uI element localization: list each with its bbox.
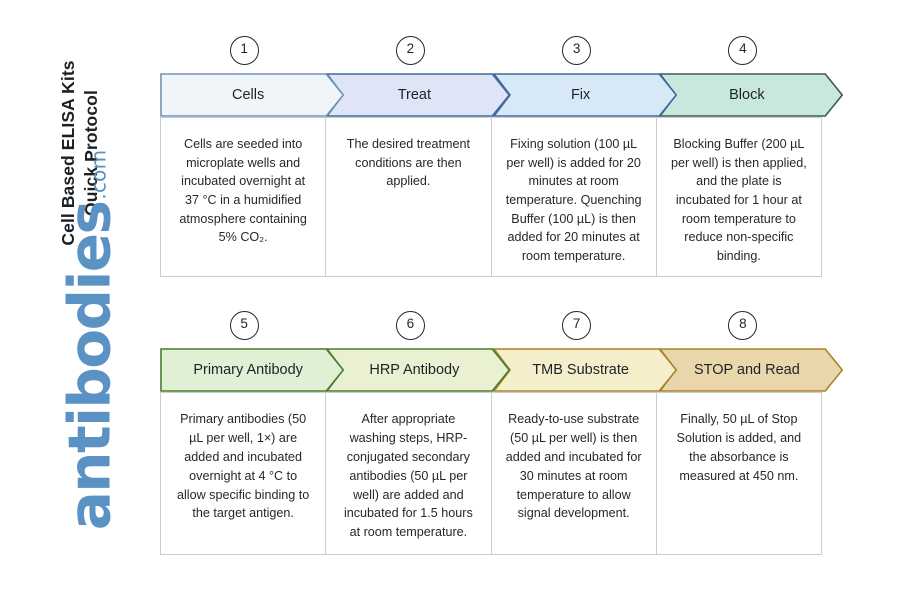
step-description-box: Cells are seeded into microplate wells a…	[160, 117, 327, 277]
brand-logo-tld: .com	[86, 149, 111, 200]
step-description-text: Finally, 50 µL of Stop Solution is added…	[676, 412, 802, 483]
step-label: Block	[729, 87, 765, 103]
step-description-text: Fixing solution (100 µL per well) is add…	[505, 137, 642, 263]
step-header-chevron[interactable]: STOP and Read	[659, 348, 843, 392]
step-description-box: After appropriate washing steps, HRP-con…	[325, 392, 492, 555]
step-description-box: Finally, 50 µL of Stop Solution is added…	[655, 392, 822, 555]
step-label: Treat	[397, 87, 432, 103]
protocol-row-2: 5 6 7 8 Primary Antibody HRP Antibody TMB Sub…	[160, 311, 840, 555]
step-header-chevron[interactable]: HRP Antibody	[326, 348, 510, 392]
step-label: Fix	[570, 87, 591, 103]
step-description-text: Cells are seeded into microplate wells a…	[179, 137, 307, 245]
step-description-box: The desired treatment conditions are the…	[325, 117, 492, 277]
step-label: Cells	[232, 87, 265, 103]
step-description-strip-2: Primary antibodies (50 µL per well, 1×) …	[160, 392, 825, 555]
step-description-text: Ready-to-use substrate (50 µL per well) …	[505, 412, 642, 521]
step-header-chevron[interactable]: Cells	[160, 73, 344, 117]
step-number-badge: 4	[728, 36, 758, 65]
step-header-chevron[interactable]: Primary Antibody	[160, 348, 344, 392]
step-description-text: Blocking Buffer (200 µL per well) is the…	[670, 137, 807, 263]
step-header-chevron[interactable]: Block	[659, 73, 843, 117]
step-band-strip-2: Primary Antibody HRP Antibody TMB Substrat…	[160, 348, 840, 392]
step-number-badge: 1	[229, 36, 259, 65]
chevron-shape	[160, 73, 344, 117]
step-description-text: The desired treatment conditions are the…	[346, 137, 470, 189]
step-description-box: Ready-to-use substrate (50 µL per well) …	[490, 392, 657, 555]
step-description-box: Blocking Buffer (200 µL per well) is the…	[655, 117, 822, 277]
step-header-chevron[interactable]: TMB Substrate	[493, 348, 677, 392]
step-label: TMB Substrate	[532, 362, 629, 378]
step-number-badge: 8	[728, 311, 758, 340]
step-number-badge: 6	[395, 311, 425, 340]
step-description-box: Primary antibodies (50 µL per well, 1×) …	[160, 392, 327, 555]
step-description-strip-1: Cells are seeded into microplate wells a…	[160, 117, 825, 277]
step-number-badge: 5	[229, 311, 259, 340]
step-label: Primary Antibody	[193, 362, 303, 378]
step-description-text: Primary antibodies (50 µL per well, 1×) …	[176, 412, 310, 521]
brand-logo-text: antibodies .com	[55, 149, 124, 531]
step-number-strip-1: 1 2 3 4	[160, 36, 825, 73]
step-number-badge: 7	[562, 311, 592, 340]
step-description-box: Fixing solution (100 µL per well) is add…	[490, 117, 657, 277]
brand-logo-word: antibodies	[55, 201, 124, 531]
step-label: STOP and Read	[693, 362, 800, 378]
step-number-badge: 2	[395, 36, 425, 65]
step-band-strip-1: Cells Treat Fix Block	[160, 73, 840, 117]
step-number-badge: 3	[562, 36, 592, 65]
step-label: HRP Antibody	[369, 362, 460, 378]
protocol-row-1: 1 2 3 4 Cells Treat Fix Block Cells are seeded…	[160, 36, 840, 277]
step-header-chevron[interactable]: Treat	[326, 73, 510, 117]
step-number-strip-2: 5 6 7 8	[160, 311, 825, 348]
step-header-chevron[interactable]: Fix	[493, 73, 677, 117]
step-description-text: After appropriate washing steps, HRP-con…	[343, 412, 473, 540]
chevron-shape	[160, 348, 344, 392]
